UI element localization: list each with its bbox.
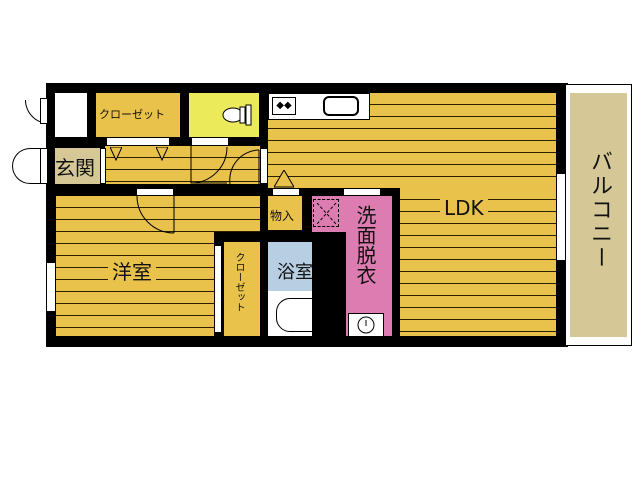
bathroom-label: 浴室 [277,262,313,283]
closet-top [96,93,180,137]
storage-door[interactable] [272,188,300,196]
toilet-door[interactable] [191,137,229,146]
storage [268,196,302,230]
washing-machine-icon [313,199,339,227]
ldk-hall-door-swing [228,148,260,185]
western-room-label-bg: 洋室 [108,256,156,285]
hall-ldk-door[interactable] [260,148,268,184]
closet-side-door[interactable] [214,245,222,333]
storage-label: 物入 [270,209,295,223]
ldk-label: LDK [440,196,488,220]
closet-top-door[interactable] [106,137,170,146]
front-door-upper-leaf [40,98,48,124]
stove-icon: ◆◆ [272,97,296,115]
washroom-door[interactable] [343,188,381,196]
toilet-door-swing [190,146,230,184]
toilet-icon [222,104,252,126]
washroom-notch [312,232,346,336]
western-room-door-swing [136,195,176,234]
washbasin-icon [348,313,384,337]
balcony-label: バルコニー [587,150,612,270]
balcony [570,93,627,337]
front-door[interactable] [12,148,48,184]
entrance [55,148,100,184]
closet-hinge-1 [109,146,123,162]
closet-side-label: クローゼット [233,252,244,312]
front-door-leaf [40,148,48,184]
washroom-label: 洗面脱衣 [353,205,377,285]
entrance-label: 玄関 [55,156,95,180]
entrance-storage [55,93,87,137]
closet-hinge-2 [155,146,169,162]
western-room-door[interactable] [136,188,174,196]
balcony-window[interactable] [556,173,566,261]
entrance-step [100,148,106,184]
storage-hinge [273,169,295,188]
sink-icon [323,96,359,116]
western-window[interactable] [46,262,56,312]
closet-side [224,242,260,336]
closet-top-label: クローゼット [99,108,165,121]
